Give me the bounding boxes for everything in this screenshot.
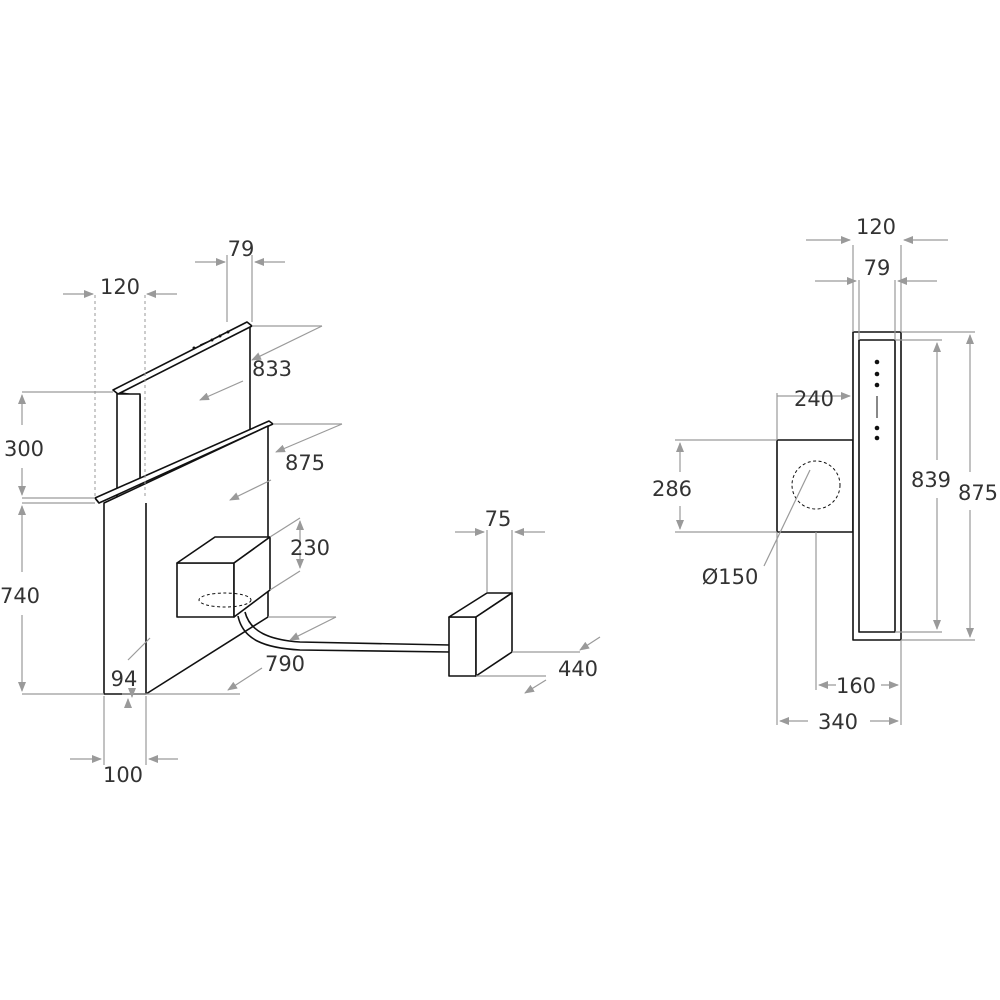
dim-glass-width: 79 [228, 237, 255, 261]
front-dim-glass-width: 79 [864, 256, 891, 280]
dim-cabinet-length: 875 [285, 451, 325, 475]
motor-box [176, 562, 235, 618]
duct-pipe [244, 611, 451, 646]
front-control-dots-icon [874, 359, 880, 441]
front-panel [852, 331, 902, 641]
front-dim-side-depth: 240 [794, 387, 834, 411]
front-view: 120 79 240 286 839 875 Ø150 [652, 215, 998, 734]
front-dim-outlet-diameter: Ø150 [702, 565, 759, 589]
dim-rise-height: 300 [4, 437, 44, 461]
front-dim-outlet-height: 286 [652, 477, 692, 501]
dim-glass-length: 833 [252, 357, 292, 381]
dim-top-width: 120 [100, 275, 140, 299]
front-dim-center-offset: 160 [836, 674, 876, 698]
dim-motor-depth: 75 [485, 507, 512, 531]
outlet-circle-icon [791, 460, 841, 510]
dim-motor-length: 440 [558, 657, 598, 681]
control-dots-icon [192, 330, 230, 350]
dim-base-height: 740 [0, 584, 40, 608]
front-dim-total-height: 875 [958, 481, 998, 505]
remote-motor-box [448, 616, 477, 677]
perspective-view: 79 120 833 300 875 230 740 [0, 237, 601, 787]
dim-bottom-offset: 94 [111, 667, 138, 691]
motor-outlet-icon [198, 592, 252, 608]
front-dim-inner-height: 839 [911, 468, 951, 492]
dim-motor-height: 230 [290, 536, 330, 560]
dim-duct-length: 790 [265, 652, 305, 676]
front-dim-total-depth: 340 [818, 710, 858, 734]
outlet-block [776, 439, 854, 533]
dim-base-width: 100 [103, 763, 143, 787]
front-dim-top-width: 120 [856, 215, 896, 239]
